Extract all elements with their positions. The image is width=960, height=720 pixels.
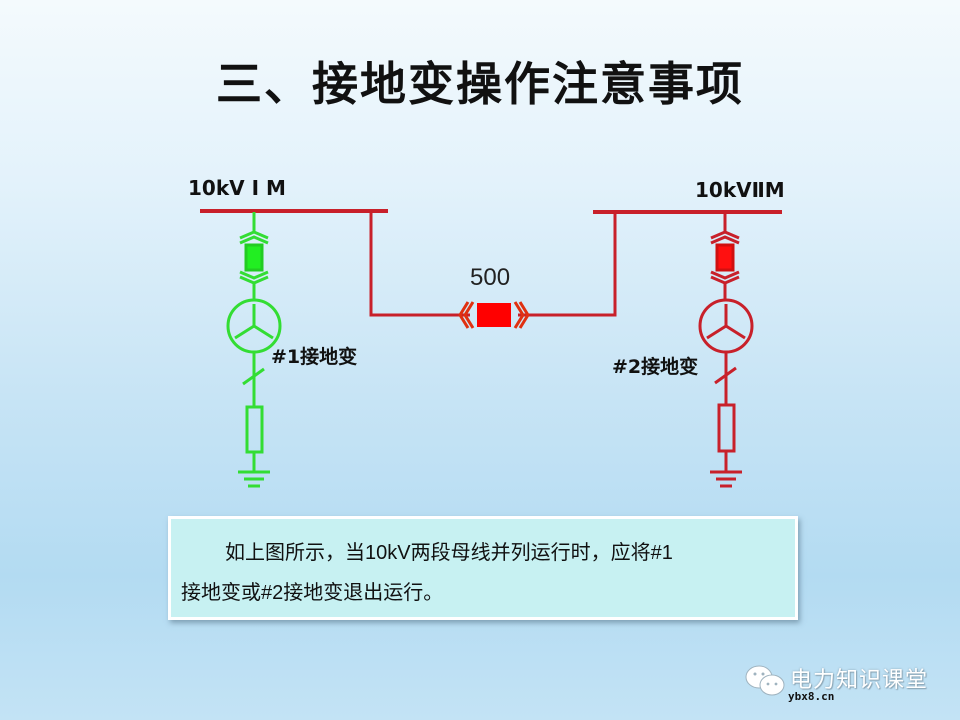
note-box: 如上图所示，当10kV两段母线并列运行时，应将#1 接地变或#2接地变退出运行。 bbox=[168, 516, 798, 620]
bus-1-label: 10kV I M bbox=[188, 176, 286, 200]
grounding-transformer-1-branch bbox=[226, 212, 282, 488]
breaker-500-label: 500 bbox=[470, 264, 511, 291]
wechat-icon bbox=[745, 665, 785, 696]
watermark: 电力知识课堂 ybx8.cn bbox=[738, 660, 938, 703]
bus-tie-connection bbox=[369, 211, 617, 317]
watermark-text: 电力知识课堂 bbox=[790, 668, 929, 693]
note-text-1: 如上图所示，当10kV两段母线并列运行时，应将#1 bbox=[225, 542, 673, 564]
breaker-500-icon bbox=[458, 301, 530, 329]
note-line-1: 如上图所示，当10kV两段母线并列运行时，应将#1 bbox=[181, 533, 785, 573]
grounding-transformer-1-label: #1接地变 bbox=[271, 346, 358, 368]
watermark-url: ybx8.cn bbox=[788, 690, 835, 703]
bus-2-label: 10kVⅡM bbox=[695, 178, 785, 202]
note-line-2: 接地变或#2接地变退出运行。 bbox=[181, 582, 444, 604]
grounding-transformer-2-label: #2接地变 bbox=[612, 356, 699, 378]
grounding-transformer-2-branch bbox=[698, 213, 754, 488]
slide-title: 三、接地变操作注意事项 bbox=[216, 57, 744, 111]
